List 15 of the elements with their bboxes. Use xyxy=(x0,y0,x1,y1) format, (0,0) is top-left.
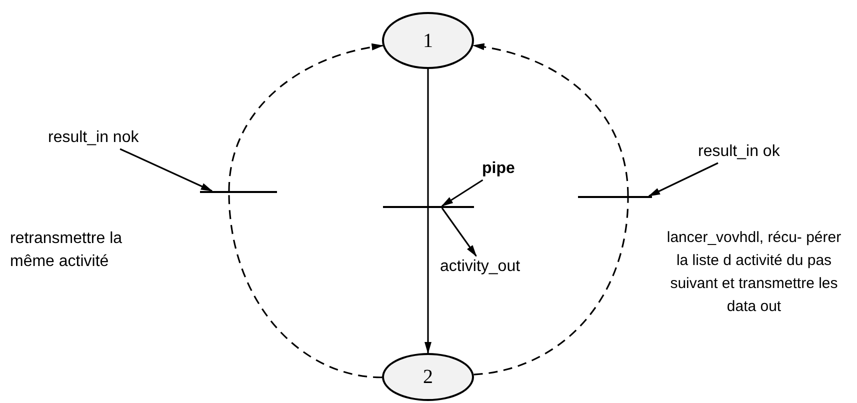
signal-label: pipe xyxy=(482,158,518,180)
arc-arrow xyxy=(424,208,432,354)
dashed-arc-arrow xyxy=(228,44,384,192)
signal-label: result_in ok xyxy=(698,141,784,163)
place-ellipse: 1 xyxy=(382,12,474,69)
action-note: retransmettre la même activité xyxy=(10,229,124,272)
arc-arrow xyxy=(120,148,213,192)
arc-arrow xyxy=(441,179,484,207)
arc-arrow xyxy=(648,162,718,197)
arc-arrow xyxy=(441,208,477,257)
place-ellipse: 2 xyxy=(382,353,474,401)
signal-label: activity_out xyxy=(440,256,528,278)
action-note: lancer_vovhdl, récu- pérer la liste d activité du pas suivant et transmettre les data out xyxy=(666,228,842,317)
dashed-arc-arrow xyxy=(472,44,629,196)
signal-label: result_in nok xyxy=(48,127,144,149)
